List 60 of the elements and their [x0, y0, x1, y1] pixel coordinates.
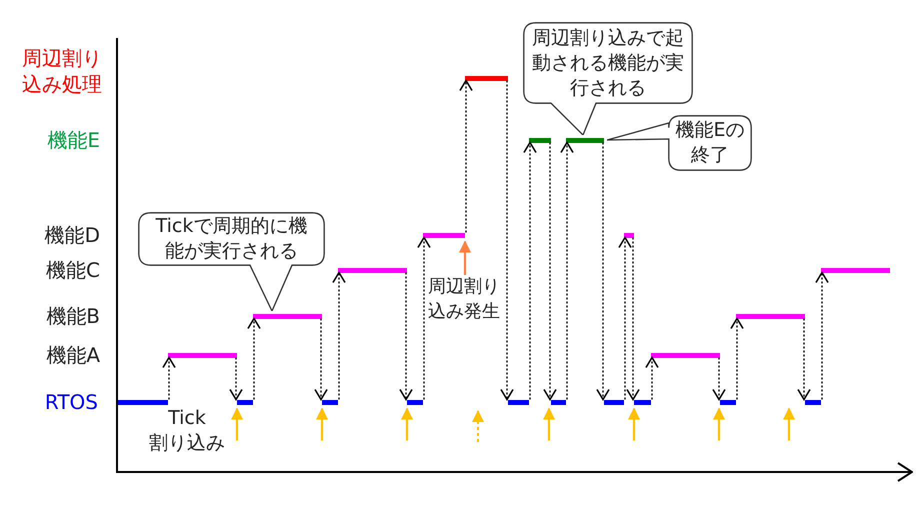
state-bar: [508, 400, 529, 404]
annotation-label: 周辺割り込み発生: [428, 274, 510, 324]
state-bar: [651, 352, 720, 358]
transition-arrow: [162, 356, 176, 400]
level-label: 機能D: [44, 222, 100, 248]
level-label: 機能E: [46, 127, 100, 153]
level-label: RTOS: [44, 389, 98, 415]
speech-bubble: Tickで周期的に機能が実行される: [138, 212, 325, 311]
transition-arrow: [332, 272, 346, 400]
state-bar: [423, 232, 465, 238]
transition-arrow: [645, 356, 659, 400]
level-label: 機能A: [45, 342, 100, 368]
state-bar: [465, 76, 508, 80]
transition-arrow: [730, 318, 744, 400]
transition-arrow: [618, 236, 632, 400]
state-bar: [736, 314, 805, 318]
interrupt-arrow: [231, 408, 243, 440]
state-bar: [604, 400, 624, 404]
transition-arrow: [459, 80, 473, 232]
interrupt-arrow: [628, 408, 640, 440]
transition-arrow: [523, 142, 537, 400]
state-bar: [566, 138, 604, 142]
transition-arrow: [399, 272, 413, 400]
level-label: 機能C: [45, 257, 100, 283]
transition-arrow: [797, 318, 811, 400]
state-bar: [551, 400, 566, 404]
speech-bubble: 機能Eの終了: [607, 115, 752, 171]
interrupt-arrow: [543, 408, 555, 440]
state-bar: [407, 400, 423, 404]
transition-arrow: [229, 358, 243, 400]
interrupt-arrow: [316, 408, 328, 440]
transition-arrow: [247, 318, 261, 400]
transition-arrow: [417, 236, 431, 400]
interrupt-arrow: [783, 408, 795, 440]
state-bar: [634, 400, 651, 404]
transition-arrow: [626, 238, 640, 400]
state-bar: [821, 268, 890, 272]
state-bar: [237, 400, 253, 404]
annotation-label: Tick割り込み: [148, 406, 226, 456]
transition-arrow: [543, 142, 557, 400]
interrupt-arrow: [459, 240, 471, 275]
state-bar: [624, 232, 634, 238]
interrupt-arrow: [401, 408, 413, 440]
state-bar: [322, 400, 338, 404]
state-bar: [168, 352, 237, 358]
transition-arrow: [560, 142, 574, 400]
transition-arrow: [314, 318, 328, 400]
transition-arrow: [596, 142, 610, 400]
transition-arrow: [815, 272, 829, 400]
state-bar: [253, 314, 322, 318]
transition-arrow: [500, 80, 514, 400]
state-bar: [805, 400, 821, 404]
state-bar: [720, 400, 736, 404]
state-bar: [529, 138, 551, 142]
transition-arrow: [712, 358, 726, 400]
interrupt-arrow: [713, 408, 725, 440]
state-bar: [338, 268, 407, 272]
state-bar: [117, 400, 168, 404]
level-label: 機能B: [45, 303, 100, 329]
level-label: 周辺割り込み処理: [21, 45, 102, 97]
